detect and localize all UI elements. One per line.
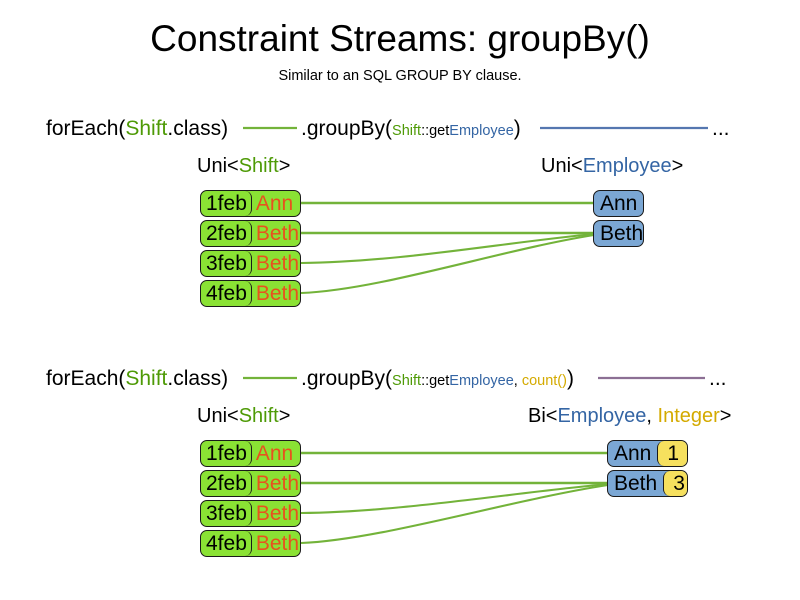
employee-name: Ann <box>614 442 652 465</box>
left-type-inner-2: Shift <box>238 405 279 427</box>
groupby-prefix: .groupBy( <box>301 117 393 140</box>
groupby-arg-comma: , <box>513 373 522 389</box>
employee-name: Ann <box>600 192 638 215</box>
groupby-prefix: .groupBy( <box>301 367 393 390</box>
type-label-left-2: Uni<Shift> <box>197 405 290 428</box>
employee-name: Beth <box>614 472 658 495</box>
shift-node[interactable]: 3feb Beth <box>200 250 301 277</box>
right-type-inner-1: Employee <box>582 155 672 177</box>
shift-employee: Beth <box>255 532 300 555</box>
left-type-open-2: Uni< <box>197 405 239 427</box>
shift-date: 1feb <box>201 441 252 466</box>
shift-node[interactable]: 1feb Ann <box>200 190 301 217</box>
groupby-arg-sep: ::get <box>421 123 450 139</box>
right-type-inner-2: Employee <box>557 405 647 427</box>
left-type-open-1: Uni< <box>197 155 239 177</box>
left-type-inner-1: Shift <box>238 155 279 177</box>
groupby-arg-sep: ::get <box>421 373 450 389</box>
groupby-suffix: ) <box>566 367 574 390</box>
type-label-right-1: Uni<Employee> <box>541 155 683 178</box>
employee-node[interactable]: Beth <box>593 220 644 247</box>
shift-date: 2feb <box>201 221 252 246</box>
right-type-close-2: > <box>719 405 732 427</box>
page-title: Constraint Streams: groupBy() <box>150 18 650 59</box>
link-4feb-beth-2 <box>300 483 609 545</box>
shift-employee: Beth <box>255 472 300 495</box>
shift-employee: Beth <box>255 252 300 275</box>
shift-date: 3feb <box>201 251 252 276</box>
page-subtitle: Similar to an SQL GROUP BY clause. <box>278 68 522 84</box>
foreach-suffix: .class) <box>167 367 229 390</box>
right-type-inner2-2: Integer <box>657 405 720 427</box>
shift-node[interactable]: 4feb Beth <box>200 530 301 557</box>
ellipsis-2: ... <box>709 367 727 390</box>
foreach-suffix: .class) <box>167 117 229 140</box>
groupby-arg-type: Shift <box>392 123 422 139</box>
shift-node[interactable]: 2feb Beth <box>200 220 301 247</box>
shift-date: 1feb <box>201 191 252 216</box>
foreach-prefix: forEach( <box>46 367 126 390</box>
right-type-open-2: Bi< <box>528 405 558 427</box>
foreach-type-shift: Shift <box>125 117 168 140</box>
code-line-1-foreach: forEach(Shift.class) <box>46 118 228 139</box>
groupby-suffix: ) <box>513 117 521 140</box>
shift-employee: Ann <box>255 192 294 215</box>
type-label-left-1: Uni<Shift> <box>197 155 290 178</box>
link-3feb-beth <box>300 232 595 265</box>
shift-node[interactable]: 4feb Beth <box>200 280 301 307</box>
employee-count: 1 <box>657 441 687 466</box>
shift-employee: Beth <box>255 222 300 245</box>
shift-date: 3feb <box>201 501 252 526</box>
ellipsis-1: ... <box>712 117 730 140</box>
right-type-close-1: > <box>671 155 684 177</box>
employee-count-node[interactable]: Ann 1 <box>607 440 688 467</box>
code-line-1-groupby: .groupBy(Shift::getEmployee) <box>301 118 521 139</box>
shift-date: 4feb <box>201 281 252 306</box>
shift-employee: Beth <box>255 282 300 305</box>
groupby-arg-collector: count() <box>521 373 567 389</box>
employee-name: Beth <box>600 222 644 245</box>
link-4feb-beth <box>300 233 595 295</box>
employee-node[interactable]: Ann <box>593 190 644 217</box>
shift-node[interactable]: 1feb Ann <box>200 440 301 467</box>
shift-node[interactable]: 2feb Beth <box>200 470 301 497</box>
groupby-arg-prop: Employee <box>449 123 514 139</box>
code-line-2-ellipsis: ... <box>709 368 727 389</box>
groupby-arg-prop: Employee <box>449 373 514 389</box>
right-type-open-1: Uni< <box>541 155 583 177</box>
left-type-close-2: > <box>278 405 291 427</box>
employee-count-node[interactable]: Beth 3 <box>607 470 688 497</box>
code-line-2-foreach: forEach(Shift.class) <box>46 368 228 389</box>
link-3feb-beth-2 <box>300 482 609 515</box>
right-type-sep-2: , <box>646 405 658 427</box>
shift-date: 2feb <box>201 471 252 496</box>
shift-employee: Beth <box>255 502 300 525</box>
code-line-2-groupby: .groupBy(Shift::getEmployee, count()) <box>301 368 574 389</box>
type-label-right-2: Bi<Employee, Integer> <box>528 405 731 428</box>
shift-node[interactable]: 3feb Beth <box>200 500 301 527</box>
code-line-1-ellipsis: ... <box>712 118 730 139</box>
shift-date: 4feb <box>201 531 252 556</box>
employee-count: 3 <box>663 471 687 496</box>
left-type-close-1: > <box>278 155 291 177</box>
groupby-arg-type: Shift <box>392 373 422 389</box>
foreach-prefix: forEach( <box>46 117 126 140</box>
shift-employee: Ann <box>255 442 294 465</box>
foreach-type-shift: Shift <box>125 367 168 390</box>
